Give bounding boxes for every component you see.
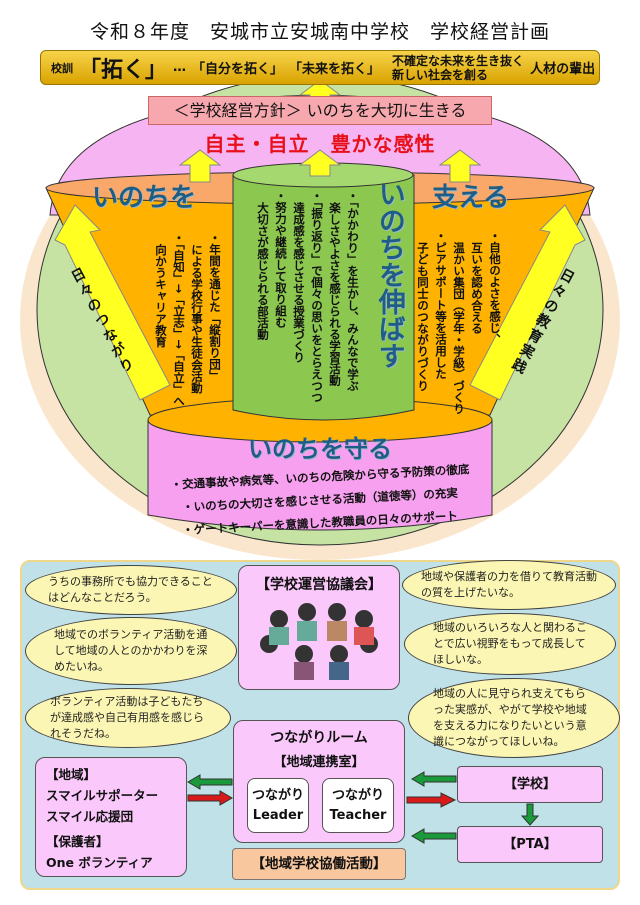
core-values: 自主・自立 豊かな感性 bbox=[204, 132, 436, 156]
community-box: 【地域】スマイルサポータースマイル応援団【保護者】One ボランティア bbox=[35, 757, 187, 877]
up-arrows bbox=[54, 79, 586, 401]
left-heading: いのちを bbox=[92, 183, 197, 213]
green-cylinder bbox=[232, 174, 415, 421]
speech-bubble: 地域や保護者の力を借りて教育活動の質を上げたいな。 bbox=[402, 560, 616, 610]
pta-box: 【PTA】 bbox=[457, 826, 603, 863]
diagram-background bbox=[20, 74, 620, 560]
up-arrow-icon bbox=[298, 149, 342, 177]
speech-bubble: 地域でのボランティア活動を通して地域の人とのかかわりを深めたいね。 bbox=[25, 617, 237, 685]
speech-bubble: ボランティア活動は子どもたちが達成感や自己有用感を感じられそうだね。 bbox=[25, 688, 231, 748]
left-diagonal-arrow bbox=[54, 204, 171, 401]
room-subtitle: 【地域連携室】 bbox=[273, 755, 365, 770]
ellipsis: … bbox=[173, 60, 187, 75]
protect-heading: いのちを守る bbox=[248, 435, 392, 463]
motto-sub2: 「未来を拓く」 bbox=[289, 62, 381, 77]
motto-goal-tail: 人材の輩出 bbox=[530, 62, 596, 77]
motto-goal: 不確定な未来を生き抜く新しい社会を創る bbox=[392, 53, 525, 82]
council-box: 【学校運営協議会】 bbox=[238, 565, 400, 690]
meeting-people-illustration bbox=[260, 603, 378, 680]
pink-cylinder bbox=[147, 419, 493, 531]
center-text: ・「かかわり」を生かし、みんなで学ぶ楽しさやよさを感じられる学習活動・「振り返り… bbox=[256, 190, 360, 403]
up-arrow-icon bbox=[438, 149, 482, 183]
activity-box: 【地域学校協働活動】 bbox=[232, 848, 406, 880]
speech-bubble: うちの事務所でも協力できることはどんなことだろう。 bbox=[25, 565, 237, 615]
school-policy: ＜学校経営方針＞ いのちを大切に生きる bbox=[148, 96, 492, 125]
motto: 「拓く」 bbox=[79, 57, 168, 83]
protect-section: いのちを守る ・交通事故や病気等、いのちの危険から守る予防策の徹底 ・いのちの大… bbox=[130, 435, 510, 538]
right-heading: 支える bbox=[432, 183, 510, 213]
school-box: 【学校】 bbox=[457, 766, 603, 803]
left-text: ・年間を通じた「縦割り団」による学校行事や生徒会活動・「自知」→「立志」→「自立… bbox=[154, 232, 222, 407]
school-motto-banner: 校訓 「拓く」 … 「自分を拓く」 「未来を拓く」 不確定な未来を生き抜く新しい… bbox=[40, 50, 600, 85]
council-title: 【学校運営協議会】 bbox=[256, 577, 382, 593]
page-title: 令和８年度 安城市立安城南中学校 学校経営計画 bbox=[89, 21, 550, 43]
motto-label: 校訓 bbox=[51, 61, 73, 75]
right-text: ・自他のよさを感じ、互いを認め合える温かい集団（学年・学級）づくり・ピアサポート… bbox=[416, 230, 502, 415]
motto-sub1: 「自分を拓く」 bbox=[192, 62, 284, 77]
right-diagonal-arrow bbox=[469, 204, 586, 401]
up-arrow-icon bbox=[178, 149, 222, 183]
speech-bubble: 地域のいろいろな人と関わることで広い視野をもって成長してほしいな。 bbox=[404, 613, 616, 675]
center-heading: いのちを伸ばす bbox=[373, 180, 405, 369]
speech-bubble: 地域の人に見守られ支えてもらった実感が、やがて学校や地域を支える力になりたいとい… bbox=[408, 678, 620, 758]
room-title: つながりルーム bbox=[270, 730, 368, 746]
